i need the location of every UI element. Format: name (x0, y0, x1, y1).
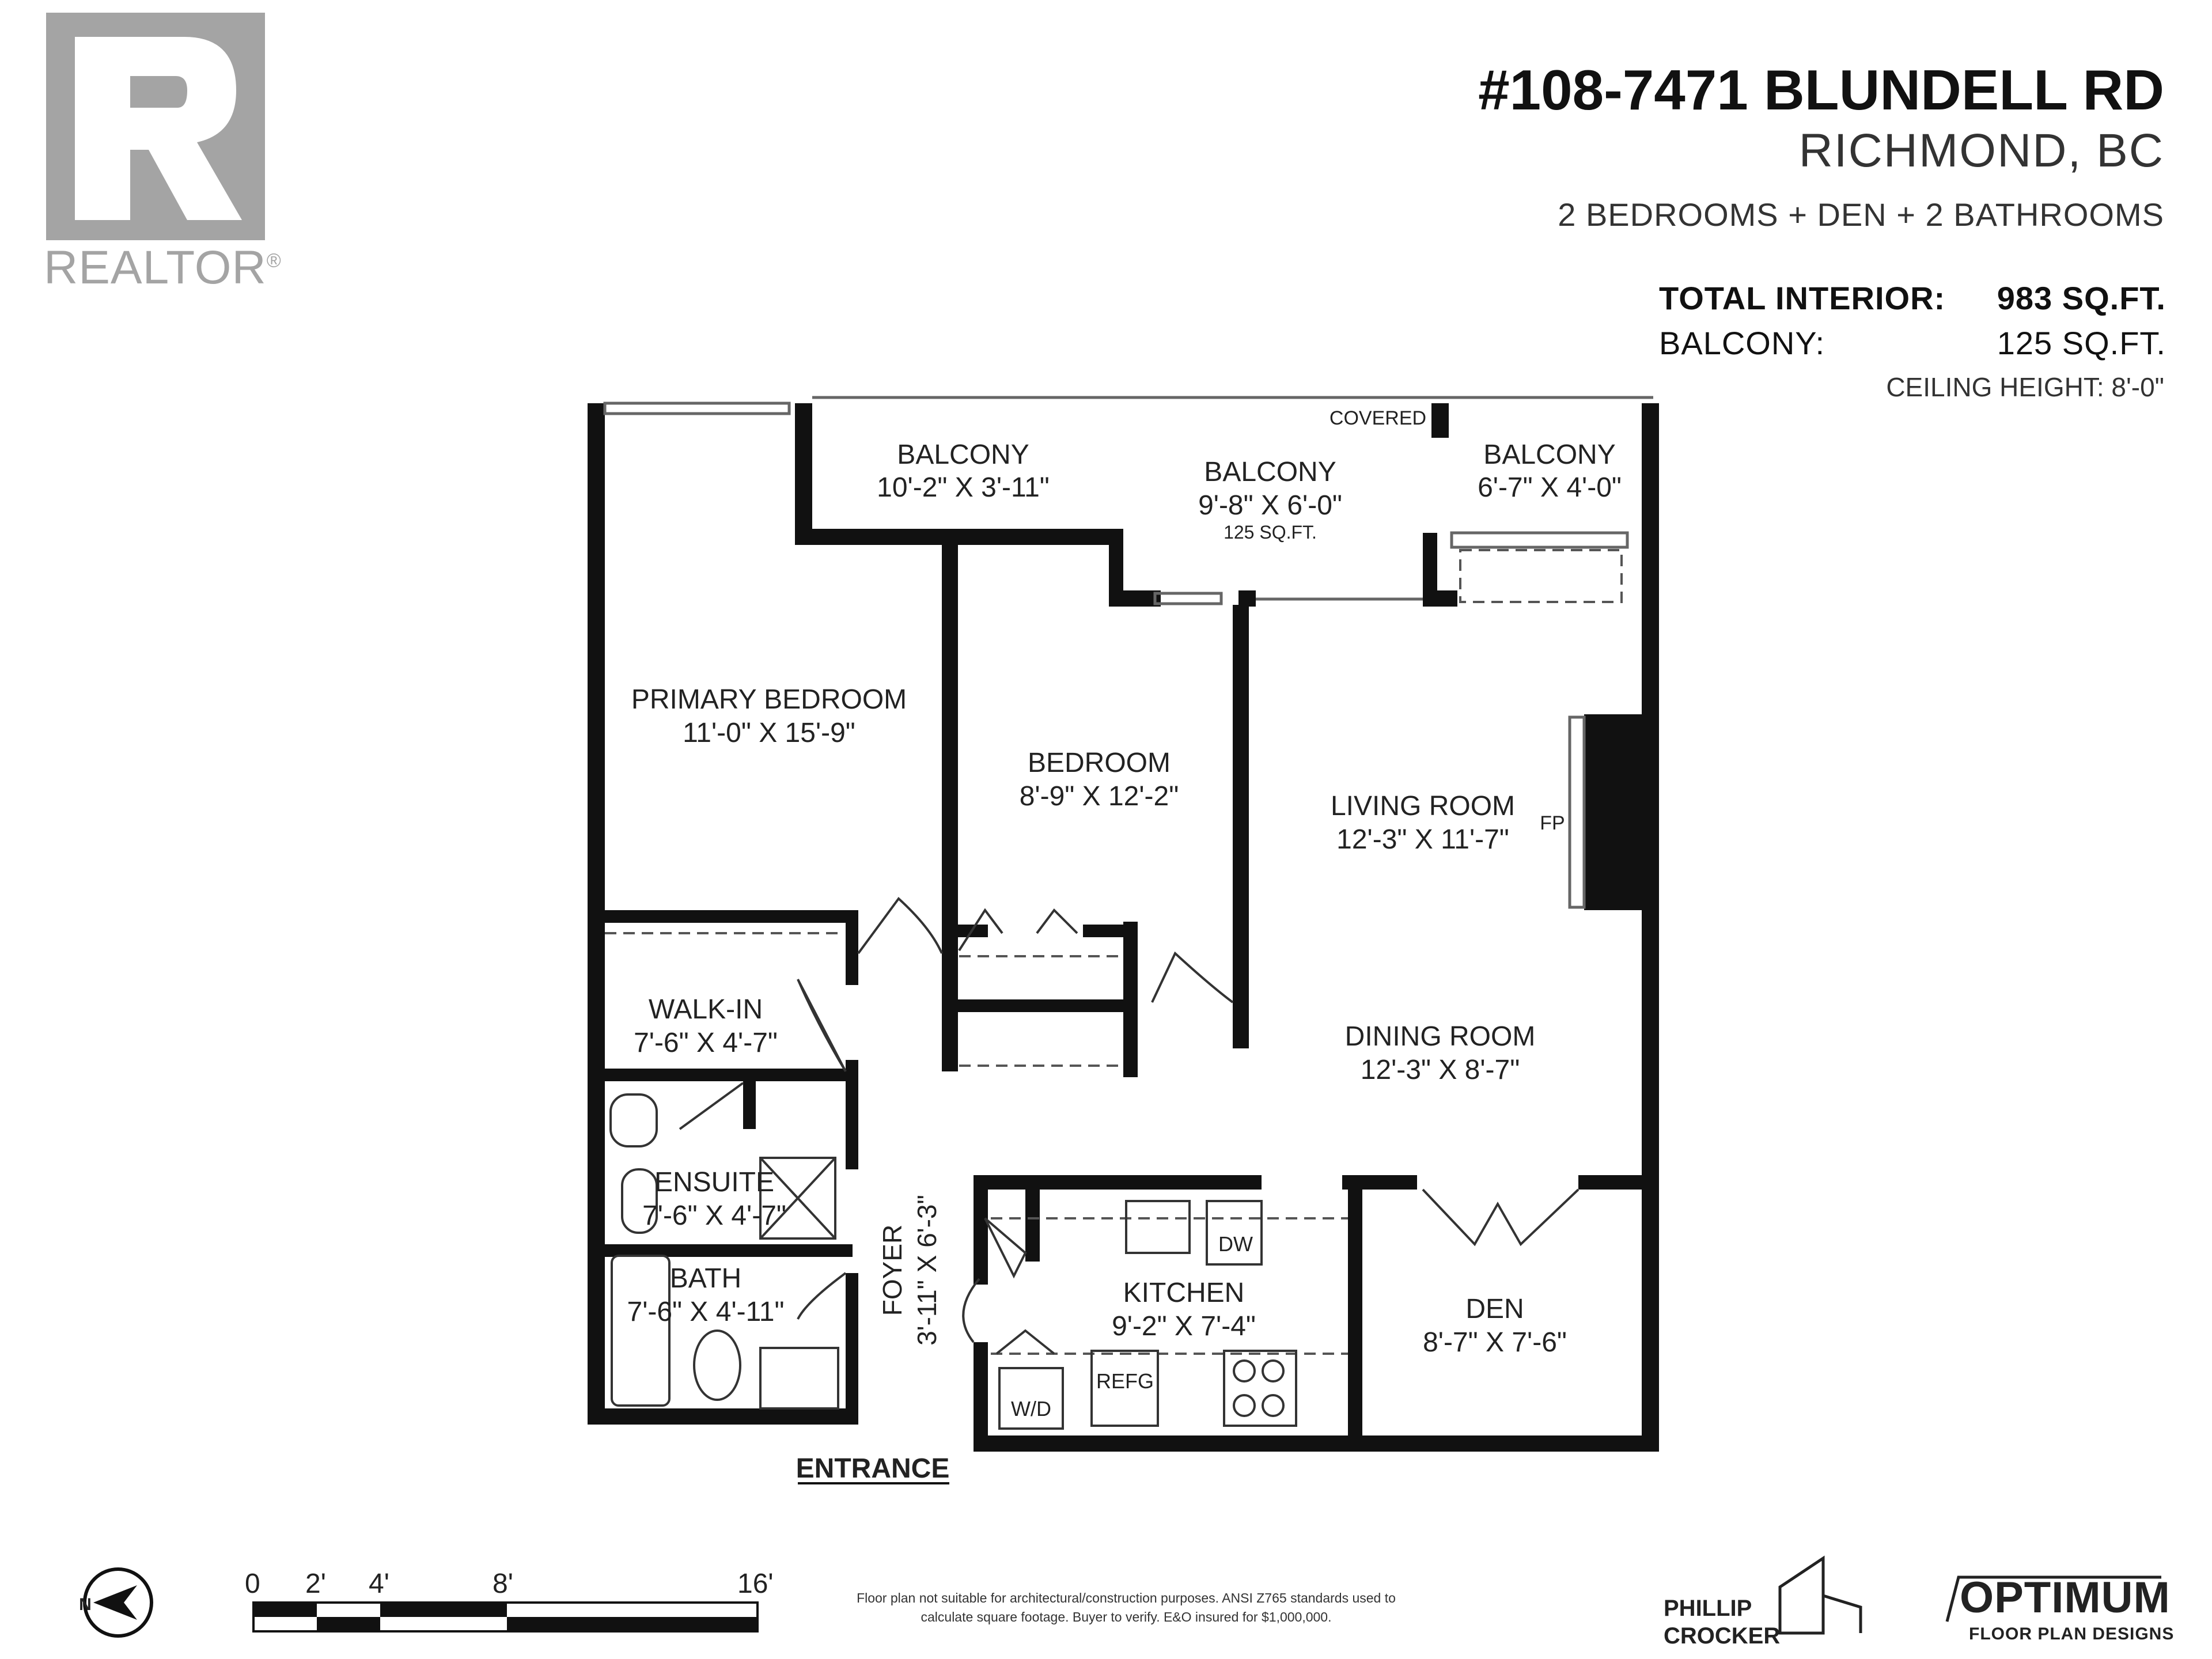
bedroom-size: 8'-9" X 12'-2" (1020, 781, 1179, 812)
ensuite-name: ENSUITE (654, 1167, 774, 1198)
den-size: 8'-7" X 7'-6" (1423, 1327, 1567, 1358)
total-interior-label: TOTAL INTERIOR: (1659, 280, 1946, 316)
primary-bedroom-size: 11'-0" X 15'-9" (683, 718, 855, 748)
scale-label-2: 2' (305, 1569, 326, 1599)
primary-bedroom-name: PRIMARY BEDROOM (631, 684, 907, 715)
total-interior-row: TOTAL INTERIOR: 983 SQ.FT. (1659, 279, 2166, 324)
realtor-logo (46, 13, 265, 240)
foyer-name: FOYER (877, 1225, 907, 1316)
balcony-right-name: BALCONY (1483, 440, 1615, 470)
balcony-center-area: 125 SQ.FT. (1224, 522, 1317, 543)
company-tagline: FLOOR PLAN DESIGNS (1969, 1624, 2175, 1643)
rooms-summary: 2 BEDROOMS + DEN + 2 BATHROOMS (1558, 196, 2164, 233)
kitchen-name: KITCHEN (1123, 1278, 1245, 1308)
scale-label-4: 4' (369, 1569, 389, 1599)
doors (679, 897, 1580, 1355)
entrance-label: ENTRANCE (796, 1453, 950, 1484)
balcony-area-row: BALCONY: 125 SQ.FT. (1659, 324, 2166, 369)
disclaimer-line-2: calculate square footage. Buyer to verif… (921, 1609, 1332, 1624)
balcony-center-name: BALCONY (1204, 457, 1336, 487)
ensuite-size: 7'-6" X 4'-7" (642, 1200, 786, 1231)
living-room-name: LIVING ROOM (1331, 791, 1515, 821)
bath-size: 7'-6" X 4'-11" (627, 1297, 785, 1327)
walk-in-name: WALK-IN (649, 994, 763, 1025)
scale-label-16: 16' (737, 1569, 774, 1599)
total-interior-value: 983 SQ.FT. (1997, 280, 2166, 316)
balcony-left-size: 10'-2" X 3'-11" (877, 472, 1050, 503)
covered-label: COVERED (1330, 407, 1426, 429)
optimum-logo-icon (1945, 1575, 2161, 1622)
scale-bar (252, 1601, 759, 1633)
svg-text:N: N (79, 1595, 92, 1614)
washer-dryer-label: W/D (1011, 1397, 1051, 1421)
fixtures (609, 1093, 1297, 1430)
fireplace-label: FP (1540, 812, 1565, 834)
disclaimer-line-1: Floor plan not suitable for architectura… (857, 1590, 1396, 1605)
balcony-area-label: BALCONY: (1659, 325, 1825, 361)
dashed-outlines (605, 549, 1623, 1355)
listing-address: #108-7471 BLUNDELL RD (1478, 58, 2164, 122)
bath-name: BATH (670, 1263, 741, 1294)
listing-city: RICHMOND, BC (1798, 124, 2164, 177)
balcony-left-name: BALCONY (897, 440, 1029, 470)
disclaimer: Floor plan not suitable for architectura… (830, 1589, 1423, 1627)
balcony-right-size: 6'-7" X 4'-0" (1478, 472, 1622, 503)
walk-in-size: 7'-6" X 4'-7" (634, 1028, 778, 1058)
windows-and-glazing (603, 396, 1653, 909)
scale-label-8: 8' (493, 1569, 513, 1599)
company-name: OPTIMUM (1960, 1573, 2171, 1622)
refrigerator-label: REFG (1096, 1369, 1154, 1393)
compass-icon: N (79, 1567, 153, 1638)
realtor-r-icon (75, 37, 242, 220)
designer-line-2: CROCKER (1664, 1623, 1781, 1649)
scale-label-0: 0 (245, 1569, 260, 1599)
realtor-wordmark: REALTOR® (44, 241, 282, 294)
designer-name: PHILLIP CROCKER (1664, 1594, 1780, 1650)
bedroom-name: BEDROOM (1028, 748, 1171, 778)
designer-line-1: PHILLIP (1664, 1596, 1752, 1621)
foyer-size: 3'-11" X 6'-3" (912, 1195, 942, 1346)
den-name: DEN (1465, 1294, 1524, 1324)
balcony-area-value: 125 SQ.FT. (1997, 325, 2166, 361)
walls (588, 403, 1659, 1452)
ceiling-height: CEILING HEIGHT: 8'-0" (1886, 372, 2164, 402)
living-room-size: 12'-3" X 11'-7" (1336, 824, 1509, 855)
balcony-center-size: 9'-8" X 6'-0" (1198, 490, 1342, 521)
dishwasher-label: DW (1218, 1232, 1253, 1256)
phillip-crocker-logo-icon (1778, 1555, 1862, 1635)
dining-room-name: DINING ROOM (1345, 1021, 1536, 1052)
area-summary: TOTAL INTERIOR: 983 SQ.FT. BALCONY: 125 … (1659, 279, 2166, 369)
dining-room-size: 12'-3" X 8'-7" (1361, 1055, 1520, 1085)
kitchen-size: 9'-2" X 7'-4" (1112, 1311, 1256, 1342)
